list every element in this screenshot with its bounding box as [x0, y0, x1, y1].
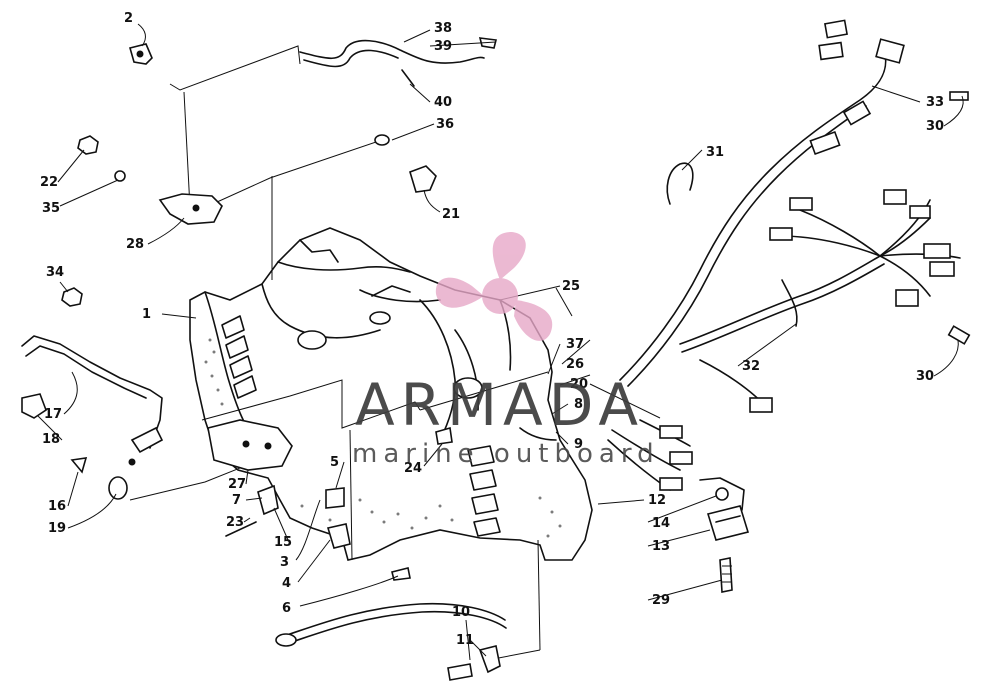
armada-watermark: ARMADA marine outboard: [352, 232, 660, 469]
callout-5: 5: [330, 455, 339, 470]
callout-18: 18: [42, 432, 60, 447]
callout-14: 14: [652, 516, 670, 531]
propeller-logo-icon: [435, 232, 553, 341]
callout-28: 28: [126, 237, 144, 252]
callout-25: 25: [562, 279, 580, 294]
callout-16: 16: [48, 499, 66, 514]
callout-22: 22: [40, 175, 58, 190]
callout-36: 36: [436, 117, 454, 132]
callout-33: 33: [926, 95, 944, 110]
callout-23: 23: [226, 515, 244, 530]
callout-7: 7: [232, 493, 241, 508]
callout-37: 37: [566, 337, 584, 352]
callout-20: 20: [570, 377, 588, 392]
callout-30b: 30: [916, 369, 934, 384]
callout-1: 1: [142, 307, 151, 322]
callout-9: 9: [574, 437, 583, 452]
callout-12: 12: [648, 493, 666, 508]
callout-31: 31: [706, 145, 724, 160]
ground-strap: [275, 602, 507, 681]
callout-39: 39: [434, 39, 452, 54]
callout-11: 11: [456, 633, 474, 648]
callout-6: 6: [282, 601, 291, 616]
callout-30a: 30: [926, 119, 944, 134]
small-parts: [21, 37, 497, 581]
watermark-tagline: marine outboard: [352, 439, 660, 469]
regulator-assembly: [699, 477, 750, 593]
callout-15: 15: [274, 535, 292, 550]
callout-21: 21: [442, 207, 460, 222]
callout-leaders: [37, 23, 964, 661]
callout-29: 29: [652, 593, 670, 608]
callout-2: 2: [124, 11, 133, 26]
callout-24: 24: [404, 461, 422, 476]
wiring-harness: [607, 19, 971, 491]
callout-35: 35: [42, 201, 60, 216]
leader-lines: [129, 45, 591, 661]
callout-8: 8: [574, 397, 583, 412]
callout-26: 26: [566, 357, 584, 372]
callout-17: 17: [44, 407, 62, 422]
watermark-brand: ARMADA: [355, 371, 644, 439]
callout-27: 27: [228, 477, 246, 492]
callout-13: 13: [652, 539, 670, 554]
callout-3: 3: [280, 555, 289, 570]
callout-19: 19: [48, 521, 66, 536]
callout-labels: 1 2 3 4 5 6 7 8 9 10 11 12 13 14 15 16 1…: [40, 11, 944, 648]
callout-32: 32: [742, 359, 760, 374]
callout-34: 34: [46, 265, 64, 280]
callout-4: 4: [282, 576, 291, 591]
callout-40: 40: [434, 95, 452, 110]
callout-10: 10: [452, 605, 470, 620]
callout-38: 38: [434, 21, 452, 36]
